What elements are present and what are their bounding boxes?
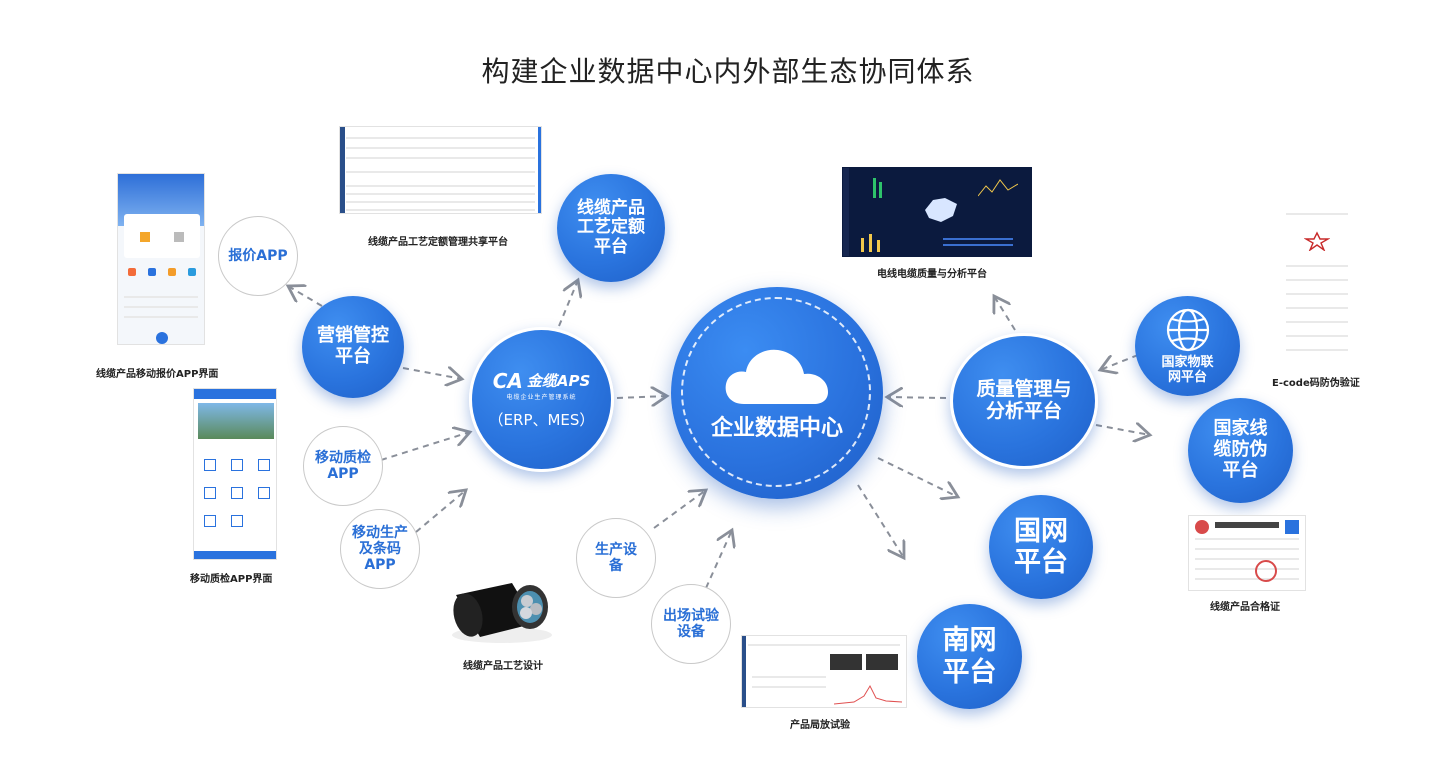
partial-discharge-screenshot bbox=[741, 635, 907, 708]
cable-image bbox=[452, 583, 552, 643]
partial-discharge-caption: 产品局放试验 bbox=[790, 720, 850, 731]
aps-logo: CA 金缆APS bbox=[492, 368, 591, 393]
seal-icon bbox=[1304, 231, 1330, 251]
anti-fake-label: 国家线缆防伪平台 bbox=[1213, 418, 1268, 481]
south-grid-node[interactable]: 南网平台 bbox=[917, 604, 1022, 709]
certificate-screenshot bbox=[1188, 515, 1306, 591]
link-aps-process bbox=[558, 280, 578, 327]
ecode-caption: E-code码防伪验证 bbox=[1272, 378, 1360, 389]
globe-icon bbox=[1166, 308, 1209, 351]
quality-app-screenshot bbox=[193, 388, 277, 560]
link-equip-center bbox=[653, 490, 706, 529]
link-test-center bbox=[705, 530, 732, 589]
quality-analysis-caption: 电线电缆质量与分析平台 bbox=[877, 269, 987, 280]
ecode-screenshot bbox=[1280, 209, 1354, 361]
page-title: 构建企业数据中心内外部生态协同体系 bbox=[481, 55, 975, 88]
aps-label: （ERP、MES） bbox=[488, 410, 595, 429]
production-app-node[interactable]: 移动生产及条码APP bbox=[340, 509, 420, 589]
process-share-caption: 线缆产品工艺定额管理共享平台 bbox=[368, 237, 508, 248]
center-node[interactable]: 企业数据中心 bbox=[671, 287, 883, 499]
iot-node[interactable]: 国家物联网平台 bbox=[1135, 296, 1240, 396]
quote-screen-caption: 线缆产品移动报价APP界面 bbox=[96, 369, 219, 380]
marketing-node[interactable]: 营销管控平台 bbox=[302, 296, 404, 398]
link-marketing-quote bbox=[288, 286, 323, 307]
quality-analysis-screenshot bbox=[842, 167, 1032, 257]
equipment-label: 生产设备 bbox=[595, 541, 637, 574]
quality-app-label: 移动质检APP bbox=[315, 449, 371, 482]
aps-logo-text: 金缆APS bbox=[526, 371, 591, 390]
aps-logo-icon: CA bbox=[492, 368, 523, 393]
process-share-screenshot bbox=[339, 126, 542, 214]
quality-app-node[interactable]: 移动质检APP bbox=[303, 426, 383, 506]
link-quality-center bbox=[887, 397, 947, 398]
process-platform-node[interactable]: 线缆产品工艺定额平台 bbox=[557, 174, 665, 282]
link-qapp-aps bbox=[380, 432, 470, 461]
quote-app-node[interactable]: 报价APP bbox=[218, 216, 298, 296]
iot-label: 国家物联网平台 bbox=[1161, 354, 1214, 385]
south-grid-label: 南网平台 bbox=[942, 625, 997, 688]
state-grid-label: 国网平台 bbox=[1014, 515, 1068, 578]
production-app-label: 移动生产及条码APP bbox=[352, 524, 408, 574]
link-quality-antifake bbox=[1095, 425, 1150, 435]
quote-app-screenshot bbox=[117, 173, 205, 345]
link-papp-aps bbox=[415, 490, 466, 533]
link-center-stategrid bbox=[877, 457, 958, 497]
marketing-label: 营销管控平台 bbox=[317, 325, 389, 367]
link-iot-quality bbox=[1100, 354, 1139, 370]
center-dashed-ring bbox=[681, 297, 871, 487]
state-grid-node[interactable]: 国网平台 bbox=[989, 495, 1093, 599]
anti-fake-node[interactable]: 国家线缆防伪平台 bbox=[1188, 398, 1293, 503]
test-equipment-node[interactable]: 出场试验设备 bbox=[651, 584, 731, 664]
link-marketing-aps bbox=[402, 368, 462, 379]
test-equipment-label: 出场试验设备 bbox=[663, 607, 719, 640]
cable-design-caption: 线缆产品工艺设计 bbox=[463, 661, 543, 672]
certificate-caption: 线缆产品合格证 bbox=[1210, 602, 1280, 613]
aps-logo-subtitle: 电缆企业生产管理系统 bbox=[506, 393, 577, 401]
aps-node[interactable]: CA 金缆APS 电缆企业生产管理系统 （ERP、MES） bbox=[469, 327, 614, 472]
quality-mgmt-label: 质量管理与分析平台 bbox=[976, 378, 1072, 422]
quote-app-label: 报价APP bbox=[228, 247, 288, 264]
quality-mgmt-node[interactable]: 质量管理与分析平台 bbox=[950, 333, 1098, 469]
quality-screen-caption: 移动质检APP界面 bbox=[190, 574, 273, 585]
equipment-node[interactable]: 生产设备 bbox=[576, 518, 656, 598]
link-center-southgrid bbox=[857, 484, 904, 558]
process-platform-label: 线缆产品工艺定额平台 bbox=[577, 197, 645, 257]
link-aps-center bbox=[616, 396, 667, 398]
link-quality-analysis bbox=[994, 296, 1016, 331]
